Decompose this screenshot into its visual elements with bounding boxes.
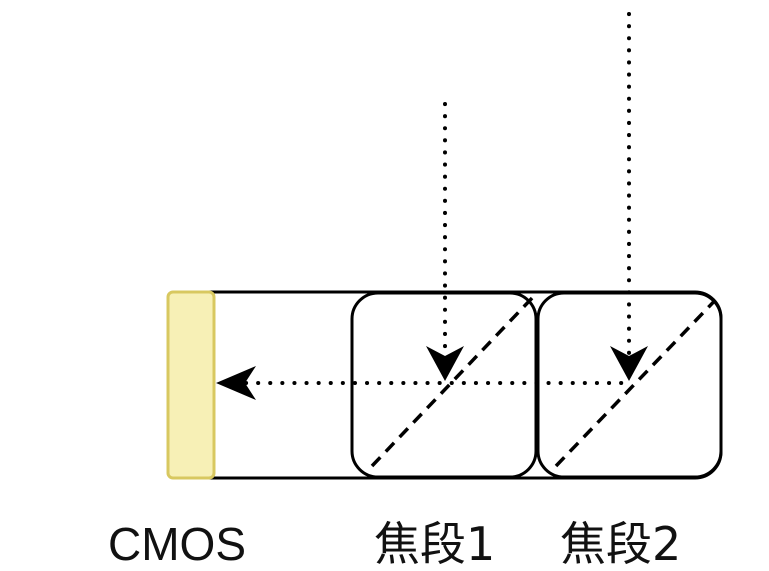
arrow-down-icon [426,346,464,381]
arrow-down-icon [610,346,648,381]
focal-2-label: 焦段2 [560,517,682,571]
focal-1-box [350,291,538,479]
arrow-left-icon [216,366,256,400]
focal-1-label: 焦段1 [374,517,496,571]
cmos-sensor [166,290,216,480]
cmos-label: CMOS [108,518,246,570]
prism-mirror-2 [554,292,721,468]
